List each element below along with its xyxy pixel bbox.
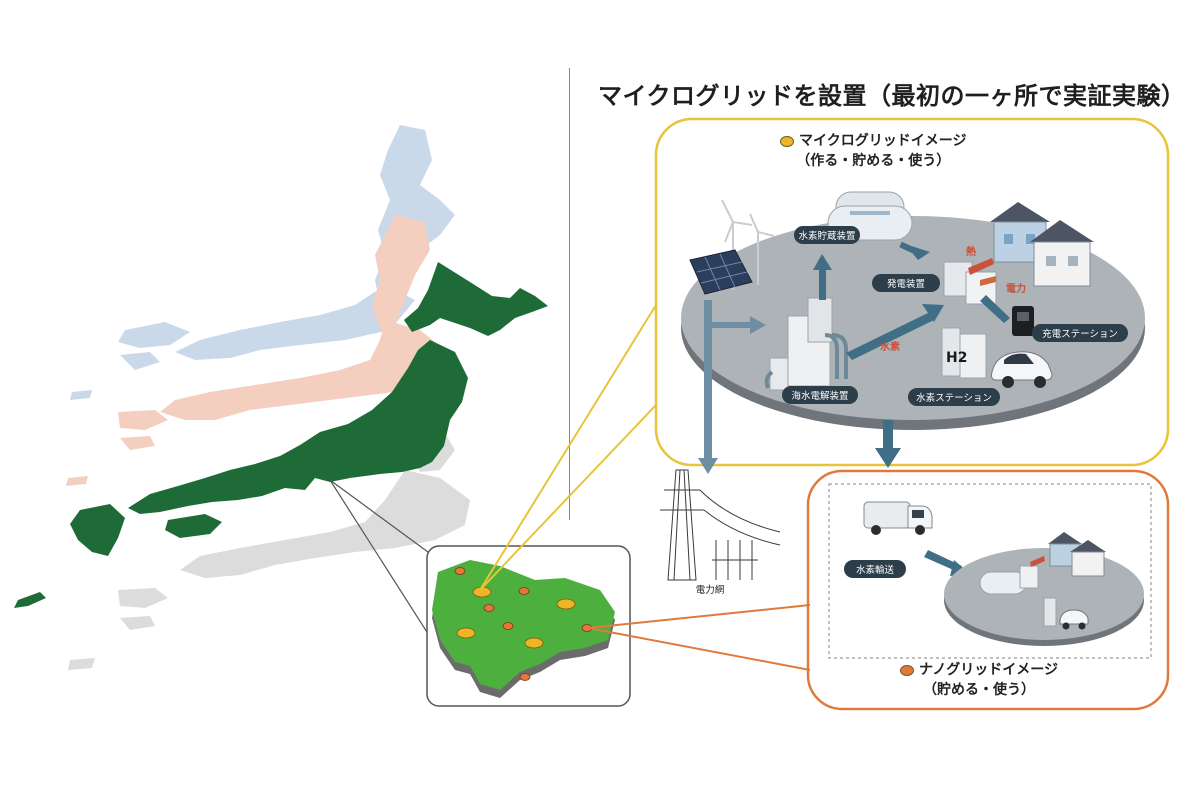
hydrogen-transport-pill (844, 560, 906, 578)
label-heat: 熱 (966, 245, 976, 258)
pointer-line-upper (329, 479, 433, 556)
label-hydrogen-storage: 水素貯蔵装置 (798, 230, 855, 242)
renewable-flow-arrow (698, 300, 766, 474)
electrolysis-building-icon (764, 297, 848, 391)
nanogrid-tank-icon (979, 565, 1039, 595)
japan-layer-peach (66, 215, 445, 486)
hydrogen-station-icon (941, 327, 987, 379)
section-divider (569, 68, 570, 520)
nanogrid-connector-lower (587, 627, 811, 671)
nanogrid-house-icon (1048, 532, 1106, 577)
solar-panel-icon (689, 249, 753, 295)
nanogrid-legend: ナノグリッドイメージ （貯める・使う） (900, 660, 1058, 700)
microgrid-legend: マイクログリッドイメージ （作る・貯める・使う） (780, 131, 966, 171)
label-hydrogen-transport: 水素輸送 (856, 564, 895, 576)
microgrid-legend-subtitle: （作る・貯める・使う） (796, 153, 951, 169)
label-seawater-electrolysis: 海水電解装置 (791, 390, 848, 402)
microgrid-flow-arrows (813, 241, 1010, 360)
nanogrid-legend-title: ナノグリッドイメージ (919, 662, 1059, 678)
nanogrid-platform (944, 548, 1144, 646)
microgrid-dot-icon (780, 135, 794, 147)
nanogrid-connector-upper (587, 604, 811, 629)
aichi-inset (426, 545, 631, 707)
transmission-tower-icon (660, 469, 781, 581)
label-h2: H2 (946, 350, 967, 366)
nanogrid-station-icon (1043, 597, 1089, 630)
car-icon (991, 351, 1053, 388)
page-title: マイクログリッドを設置（最初の一ヶ所で実証実験） (598, 82, 1186, 110)
nanogrid-dashed-box (828, 483, 1152, 659)
pointer-line-lower (329, 479, 433, 641)
nanogrid-dot-icon (900, 664, 914, 676)
microgrid-connector-upper (479, 404, 657, 591)
microgrid-labels: 水素貯蔵装置 発電装置 熱 電力 充電ステーション 水素 H2 海水電解装置 水… (782, 226, 1128, 406)
truck-icon (863, 501, 933, 535)
label-power-generator: 発電装置 (887, 278, 925, 290)
japan-map-icon (14, 125, 548, 670)
label-hydrogen: 水素 (879, 340, 900, 353)
label-charging-station: 充電ステーション (1042, 328, 1118, 340)
microgrid-legend-title: マイクログリッドイメージ (799, 133, 967, 149)
nanogrid-sites (454, 567, 593, 681)
generator-icon (943, 261, 997, 305)
house-icon (990, 202, 1094, 287)
microgrid-frame (654, 117, 1170, 467)
charging-station-icon (1012, 306, 1034, 336)
microgrid-sites (456, 586, 576, 649)
label-hydrogen-station: 水素ステーション (916, 392, 992, 404)
heat-power-arrows (968, 258, 996, 286)
microgrid-to-nanogrid-arrow (875, 420, 901, 468)
microgrid-connector-lower (479, 304, 657, 591)
nanogrid-frame (806, 469, 1170, 711)
label-power-grid: 電力網 (696, 584, 725, 596)
japan-layer-highlight (14, 262, 548, 608)
nanogrid-legend-subtitle: （貯める・使う） (923, 682, 1036, 698)
label-electricity: 電力 (1006, 282, 1026, 295)
